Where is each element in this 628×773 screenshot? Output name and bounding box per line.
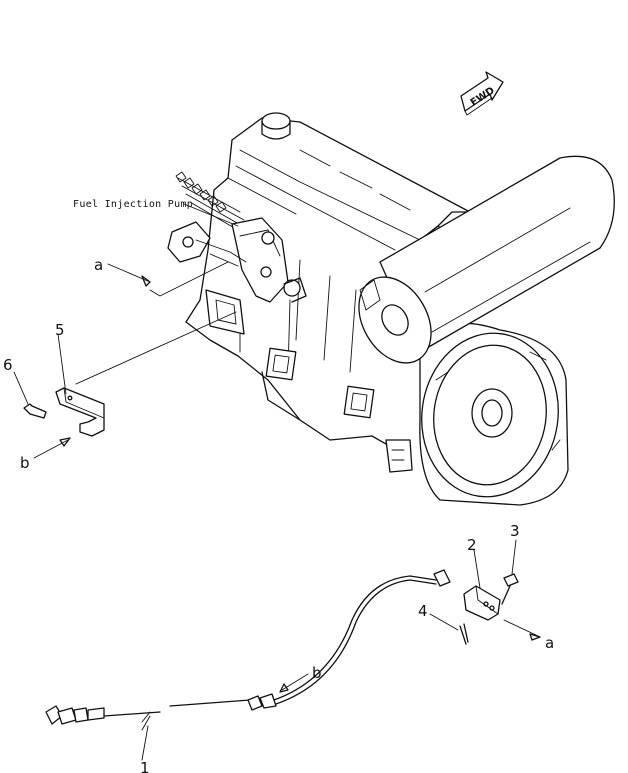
cable-clamp-part-2: 2: [433, 536, 501, 621]
starter-motor: [358, 155, 615, 364]
pump-label: Fuel Injection Pump: [73, 199, 193, 210]
flywheel-housing: [419, 211, 569, 506]
callout-3-label: 3: [510, 522, 520, 540]
fuel-injection-pump: [167, 171, 307, 303]
throttle-cable-part-1: 1: [45, 575, 437, 773]
callout-1-label: 1: [140, 759, 150, 773]
bracket-part-5: 5: [55, 311, 237, 437]
bolt-part-6: 6: [3, 356, 47, 419]
callout-a-label-lower: a: [545, 634, 554, 652]
fwd-arrow-icon: FWD: [460, 71, 504, 116]
callout-4-label: 4: [418, 602, 428, 620]
pump-callout: Fuel Injection Pump: [73, 199, 239, 227]
callout-b-bracket: b: [20, 437, 71, 472]
callout-a-clamp: a: [503, 619, 554, 652]
pin-part-4: 4: [418, 602, 469, 645]
callout-5-label: 5: [55, 321, 65, 339]
callout-b-label-lower: b: [312, 664, 322, 682]
bolt-part-3: 3: [501, 522, 520, 605]
callout-a-label-upper: a: [94, 256, 103, 274]
callout-6-label: 6: [3, 356, 13, 374]
callout-2-label: 2: [467, 536, 477, 554]
callout-b-label-upper: b: [20, 454, 30, 472]
callout-b-cable: b: [279, 664, 322, 693]
callout-a-engine: a: [94, 256, 229, 297]
